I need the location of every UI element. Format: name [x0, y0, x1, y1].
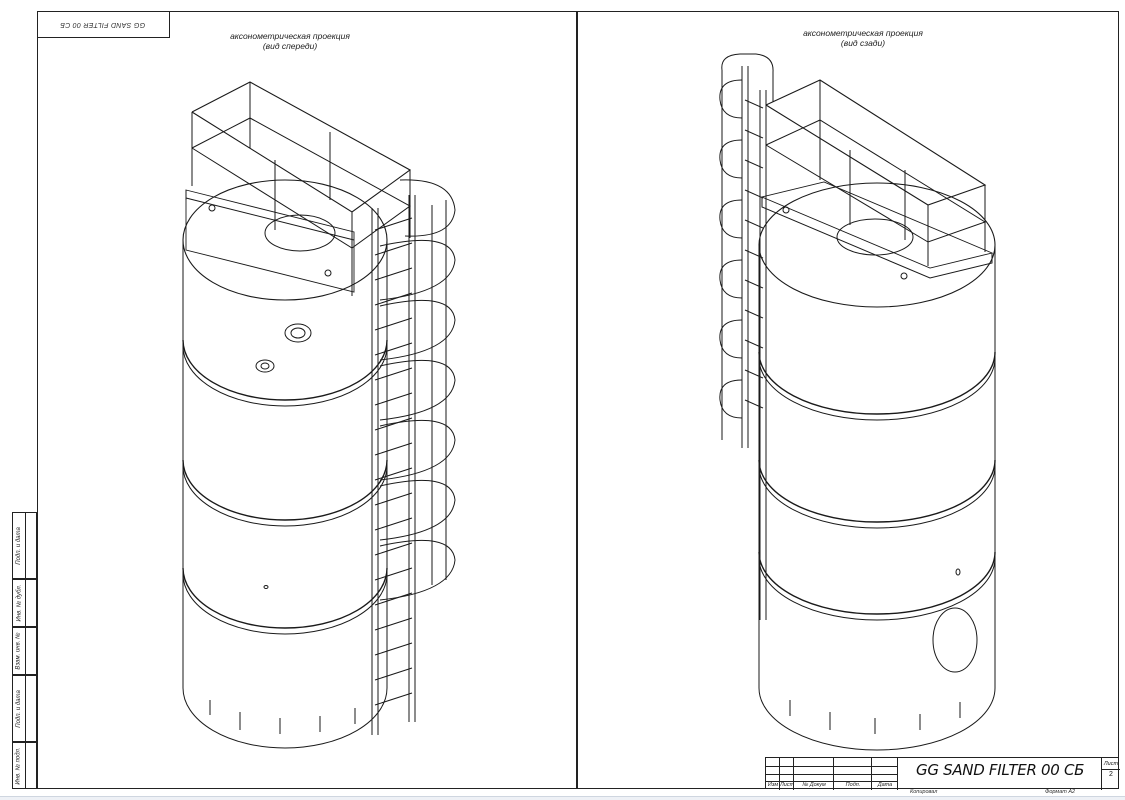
sheet-label: Лист — [1102, 758, 1120, 770]
side-stamp-label: Подп. и дата — [16, 689, 22, 728]
drawing-frame — [37, 11, 1119, 789]
format-label: Формат А2 — [1045, 789, 1076, 795]
left-view-title-text: аксонометрическая проекция — [230, 31, 350, 41]
left-view-title: аксонометрическая проекция (вид спереди) — [205, 31, 375, 51]
sheet-number-box: Лист 2 — [1101, 758, 1120, 790]
side-stamp-cell: Инв. № дубл. — [12, 579, 37, 627]
title-block-grid: Изм Лист № Докум Подп. Дата — [766, 758, 898, 790]
right-view-title-text: аксонометрическая проекция — [803, 28, 923, 38]
title-block-header: Дата — [877, 782, 893, 788]
side-stamp-cell: Подп. и дата — [12, 512, 37, 579]
viewer-bottom-bar — [0, 796, 1125, 800]
left-tank — [182, 179, 388, 749]
side-stamp-label: Инв. № дубл. — [16, 584, 22, 622]
side-stamp-label: Инв. № подл. — [16, 746, 23, 785]
right-tank — [758, 182, 996, 751]
corner-stamp: GG SAND FILTER 00 СБ — [37, 11, 170, 38]
copied-label: Копировал — [910, 789, 938, 795]
left-platform-railing — [185, 81, 412, 296]
left-view-subtitle: (вид спереди) — [262, 41, 318, 51]
right-view-subtitle: (вид сзади) — [840, 38, 886, 48]
left-ladder — [371, 179, 456, 735]
side-stamp-strip: Подп. и дата Инв. № дубл. Взам. инв. № П… — [12, 512, 37, 789]
view-divider — [576, 11, 578, 789]
side-stamp-label: Подп. и дата — [16, 526, 22, 565]
title-block-header: Лист — [780, 782, 795, 788]
right-ladder — [719, 53, 774, 620]
side-stamp-cell: Подп. и дата — [12, 675, 37, 742]
side-stamp-cell: Взам. инв. № — [12, 627, 37, 675]
title-block-header: Изм — [767, 782, 779, 788]
side-stamp-label: Взам. инв. № — [16, 632, 22, 670]
title-block-header: № Докум — [802, 782, 826, 788]
right-platform-railing — [760, 79, 994, 280]
sheet-number: 2 — [1109, 771, 1113, 778]
title-block-header: Подп. — [845, 782, 861, 788]
right-view-title: аксонометрическая проекция (вид сзади) — [778, 28, 948, 48]
title-block: Изм Лист № Докум Подп. Дата GG SAND FILT… — [765, 757, 1120, 790]
drawing-code: GG SAND FILTER 00 СБ — [916, 761, 1085, 779]
side-stamp-cell: Инв. № подл. — [12, 742, 37, 789]
